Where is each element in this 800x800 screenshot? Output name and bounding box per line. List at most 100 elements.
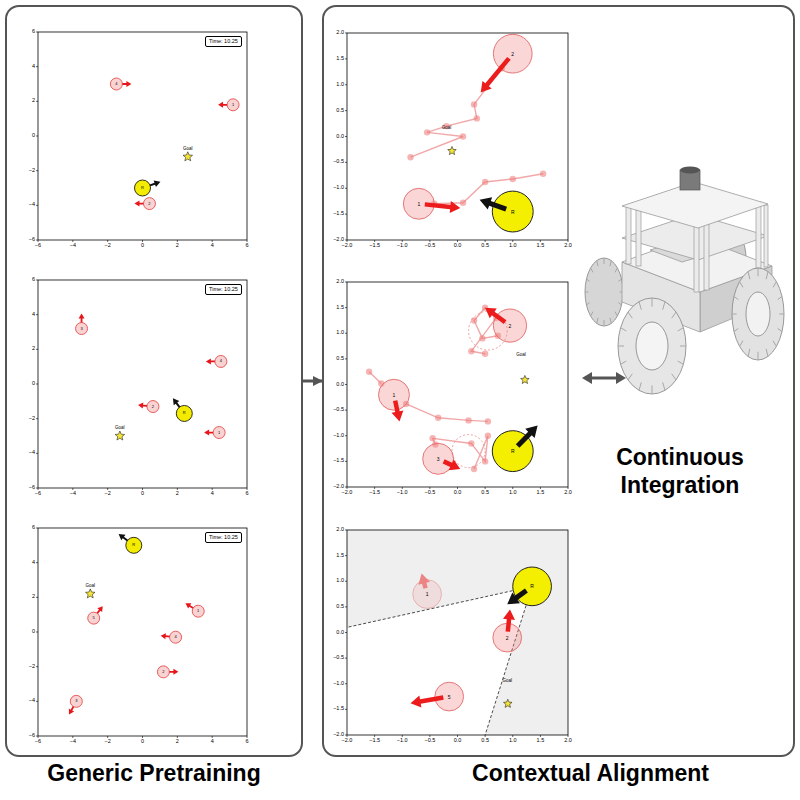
tick-label: 6 — [32, 277, 35, 283]
agent-number: 3 — [80, 327, 82, 331]
tire-tread — [766, 272, 768, 280]
agent-number: 1 — [417, 201, 420, 206]
plot — [36, 280, 247, 490]
tick-label: 2.0 — [564, 490, 572, 496]
trajectory-dot — [429, 435, 435, 441]
tick-label: −4 — [70, 491, 76, 497]
tick-label: −6 — [35, 739, 41, 745]
tire-tread — [758, 352, 759, 360]
time-text: Time: 10.25 — [209, 286, 238, 293]
tick-label: −2 — [105, 243, 111, 249]
tick-label: 0.0 — [336, 630, 344, 636]
tick-label: −0.5 — [333, 407, 344, 413]
frame-post — [626, 206, 631, 264]
view-edge — [485, 586, 532, 735]
tire-tread — [604, 258, 605, 264]
tire-tread — [748, 272, 750, 280]
tick-label: 1.0 — [509, 490, 517, 496]
robot-heading — [507, 588, 528, 604]
tick-label: −1.5 — [333, 211, 344, 217]
tick-label: −1.0 — [333, 186, 344, 192]
tire-tread — [591, 312, 593, 316]
agent-heading — [204, 430, 213, 436]
tire-tread — [732, 314, 737, 315]
agent-heading — [443, 459, 461, 470]
trajectory-dot — [366, 368, 372, 374]
tick-label: −2 — [29, 168, 35, 174]
agent-circle — [70, 695, 82, 707]
agent-number: 1 — [393, 392, 396, 397]
agent-heading — [392, 400, 404, 421]
stage-panel: Generic PretrainingTime: 10.25Time: 10.2… — [5, 5, 303, 757]
plot-frame — [38, 528, 247, 736]
plot — [345, 282, 568, 489]
robot-heading — [119, 534, 128, 541]
agent-heading — [161, 633, 170, 639]
tick-label: −1.5 — [369, 738, 380, 744]
agent-heading — [79, 314, 85, 323]
tire-tread — [740, 341, 743, 347]
tick-label: 1.0 — [336, 82, 344, 88]
agent-number: 4 — [174, 635, 176, 639]
robot-heading — [480, 197, 507, 211]
tick-label: 2 — [32, 99, 35, 105]
tick-label: −2 — [29, 664, 35, 670]
plot-frame — [38, 280, 247, 488]
double-arrow-head — [616, 372, 626, 384]
tire-tread — [615, 268, 617, 272]
trajectory-dot — [474, 115, 480, 121]
tick-label: −4 — [29, 451, 35, 457]
agent-heading — [425, 201, 461, 213]
tire-tread — [672, 374, 676, 380]
agent-number: 2 — [152, 405, 154, 409]
tick-label: 0.5 — [336, 356, 344, 362]
agent-heading — [97, 606, 103, 614]
agent-heading — [503, 609, 515, 631]
tick-label: −0.5 — [424, 490, 435, 496]
agent — [493, 609, 522, 652]
trajectory-dot — [468, 348, 474, 354]
goal-star — [115, 431, 125, 440]
tick-label: 6 — [32, 29, 35, 35]
tire-tread — [663, 382, 665, 390]
tick-label: 0.5 — [336, 108, 344, 114]
agent-circle — [157, 666, 169, 678]
tick-label: 2.0 — [336, 527, 344, 533]
view-wedge — [347, 586, 532, 735]
tick-label: 0 — [141, 243, 144, 249]
goal-label: Goal — [115, 426, 125, 431]
tire-tread — [610, 318, 611, 324]
tick-label: 2 — [176, 243, 179, 249]
tick-label: 0.5 — [481, 738, 489, 744]
tire-tread — [628, 374, 632, 380]
agent — [378, 379, 409, 421]
robot-circle — [513, 567, 552, 606]
stage-caption: Continuous Integration — [595, 444, 765, 499]
tick-label: −6 — [35, 491, 41, 497]
tick-label: 0 — [32, 133, 35, 139]
robot-circle — [126, 537, 142, 553]
agent — [485, 308, 526, 343]
goal-star — [85, 589, 95, 598]
agent-circle — [213, 427, 225, 439]
tire-tread — [591, 268, 593, 272]
tire-tread — [678, 328, 684, 331]
frame-post — [694, 226, 699, 292]
tick-label: 1.0 — [336, 579, 344, 585]
tick-label: 0 — [141, 739, 144, 745]
tick-label: −2.0 — [333, 732, 344, 738]
robot-label: R — [530, 584, 534, 589]
goal-label: Goal — [183, 146, 193, 151]
plot — [36, 32, 247, 242]
trajectory-dot — [485, 418, 491, 424]
robot-heading — [150, 180, 161, 187]
tire-tread — [586, 303, 589, 305]
robot-label: R — [511, 209, 515, 214]
tick-label: −4 — [70, 243, 76, 249]
tick-label: −1.0 — [397, 738, 408, 744]
tire-tread — [621, 361, 627, 364]
tire-tread — [597, 318, 598, 324]
